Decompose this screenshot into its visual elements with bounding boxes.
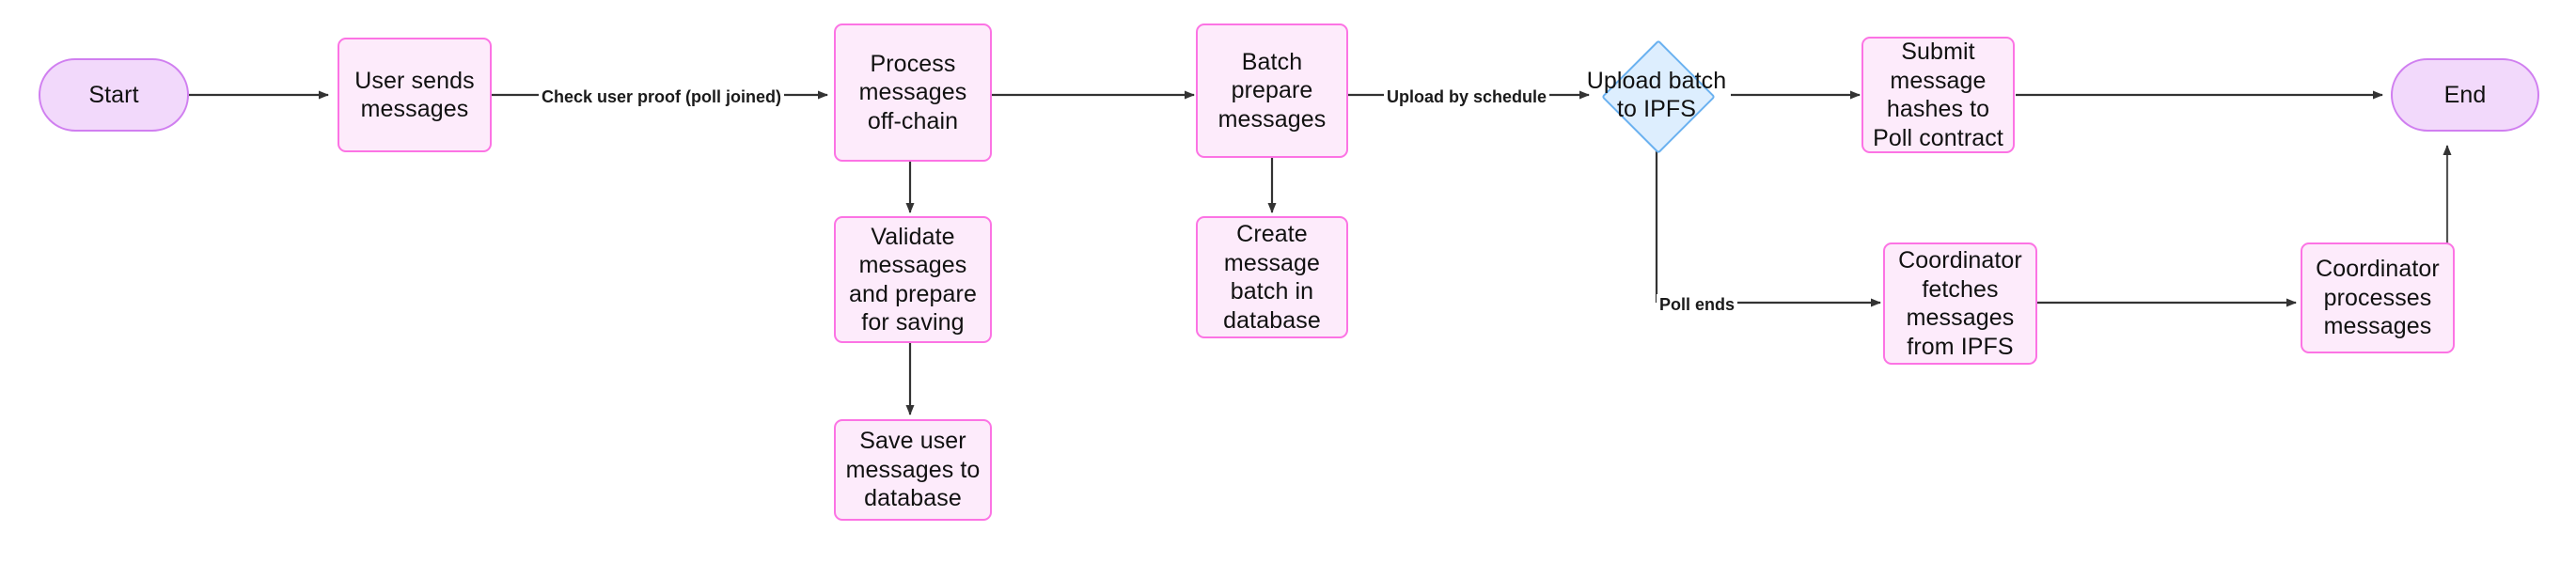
node-user-sends-messages-label: User sends messages — [354, 67, 475, 123]
edge-label-upload-by-schedule: Upload by schedule — [1384, 86, 1550, 107]
node-validate-messages[interactable]: Validate messages and prepare for saving — [834, 216, 992, 343]
node-batch-prepare-messages-label: Batch prepare messages — [1217, 48, 1327, 133]
node-upload-batch-to-ipfs[interactable]: Upload batch to IPFS — [1581, 62, 1732, 128]
node-save-user-messages-label: Save user messages to database — [845, 428, 981, 512]
node-process-messages-offchain-label: Process messages off-chain — [858, 50, 967, 134]
node-coordinator-processes-messages[interactable]: Coordinator processes messages — [2301, 242, 2455, 353]
node-start-label: Start — [88, 81, 139, 108]
edge-label-check-user-proof-text: Check user proof (poll joined) — [542, 87, 782, 106]
node-user-sends-messages[interactable]: User sends messages — [338, 38, 492, 152]
node-end-label: End — [2443, 81, 2487, 108]
edge-label-check-user-proof: Check user proof (poll joined) — [539, 86, 785, 107]
edge-label-poll-ends: Poll ends — [1657, 294, 1738, 315]
node-process-messages-offchain[interactable]: Process messages off-chain — [834, 23, 992, 162]
node-create-message-batch-label: Create message batch in database — [1223, 221, 1321, 334]
node-create-message-batch[interactable]: Create message batch in database — [1196, 216, 1348, 338]
node-save-user-messages[interactable]: Save user messages to database — [834, 419, 992, 521]
node-start[interactable]: Start — [39, 58, 189, 132]
node-batch-prepare-messages[interactable]: Batch prepare messages — [1196, 23, 1348, 158]
node-validate-messages-label: Validate messages and prepare for saving — [849, 223, 977, 336]
node-end[interactable]: End — [2391, 58, 2539, 132]
node-upload-batch-to-ipfs-label: Upload batch to IPFS — [1586, 67, 1727, 123]
node-coordinator-fetches-messages[interactable]: Coordinator fetches messages from IPFS — [1883, 242, 2037, 365]
node-submit-message-hashes-label: Submit message hashes to Poll contract — [1873, 39, 2003, 151]
edge-label-poll-ends-text: Poll ends — [1659, 295, 1736, 314]
node-coordinator-fetches-messages-label: Coordinator fetches messages from IPFS — [1898, 247, 2022, 360]
node-submit-message-hashes[interactable]: Submit message hashes to Poll contract — [1861, 37, 2015, 153]
edge-label-upload-by-schedule-text: Upload by schedule — [1387, 87, 1547, 106]
node-coordinator-processes-messages-label: Coordinator processes messages — [2316, 256, 2440, 340]
